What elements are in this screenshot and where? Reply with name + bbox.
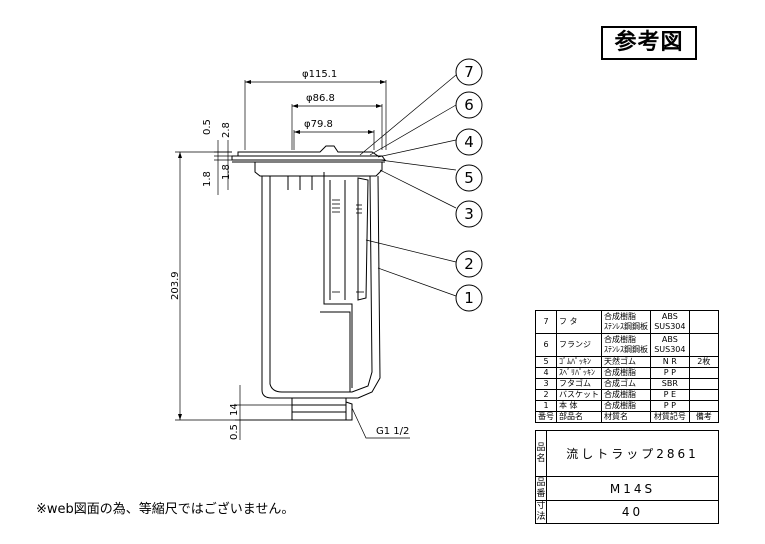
title-name-label: 品名 bbox=[535, 430, 547, 477]
part-name: ｺﾞﾑﾊﾟｯｷﾝ bbox=[556, 356, 602, 368]
callout-7-circle bbox=[455, 58, 483, 86]
part-material: 合成樹脂 bbox=[601, 400, 651, 412]
part-number: 7 bbox=[535, 310, 557, 334]
part-material-code: SBR bbox=[650, 378, 690, 390]
part-number: 4 bbox=[535, 367, 557, 379]
header-material: 材質名 bbox=[601, 411, 651, 423]
reference-drawing-badge: 参考図 bbox=[601, 26, 697, 60]
callout-1: 1 bbox=[464, 289, 474, 307]
callout-6-circle bbox=[455, 91, 483, 119]
part-material: 合成樹脂ｽﾃﾝﾚｽ鋼鋼板 bbox=[601, 333, 651, 357]
part-remark bbox=[688, 333, 720, 357]
basket-outline bbox=[323, 172, 369, 388]
part-material-code: P P bbox=[650, 400, 690, 412]
header-code: 材質記号 bbox=[650, 411, 690, 423]
header-name: 部品名 bbox=[556, 411, 602, 423]
part-material: 合成樹脂ｽﾃﾝﾚｽ鋼鋼板 bbox=[601, 310, 651, 334]
flange-outline bbox=[231, 155, 386, 161]
part-material: 合成ゴム bbox=[601, 378, 651, 390]
header-remark: 備考 bbox=[688, 411, 720, 423]
dim-b1: 14 bbox=[229, 403, 240, 416]
dim-outer-diameter: φ115.1 bbox=[302, 69, 337, 80]
title-number-label: 品番 bbox=[535, 476, 547, 501]
lid-outline bbox=[237, 145, 380, 157]
part-name: フランジ bbox=[556, 333, 602, 357]
dim-height: 203.9 bbox=[170, 271, 181, 300]
part-remark bbox=[688, 310, 720, 334]
title-name-value: 流しトラップ2861 bbox=[546, 430, 719, 477]
dim-flange-diameter: φ86.8 bbox=[306, 93, 335, 104]
part-remark bbox=[688, 378, 720, 390]
part-number: 6 bbox=[535, 333, 557, 357]
part-name: 本 体 bbox=[556, 400, 602, 412]
dim-t2: 2.8 bbox=[221, 122, 232, 138]
part-material-code: N R bbox=[650, 356, 690, 368]
part-name: バスケット bbox=[556, 389, 602, 401]
part-material: 合成樹脂 bbox=[601, 367, 651, 379]
callout-5: 5 bbox=[464, 169, 474, 187]
part-remark: 2枚 bbox=[688, 356, 720, 368]
part-name: フ タ bbox=[556, 310, 602, 334]
part-number: 1 bbox=[535, 400, 557, 412]
header-number: 番号 bbox=[535, 411, 557, 423]
dim-t1: 0.5 bbox=[202, 119, 213, 135]
part-remark bbox=[688, 389, 720, 401]
table-header-row: 番号部品名材質名材質記号備考 bbox=[535, 411, 720, 423]
part-material-code: P P bbox=[650, 367, 690, 379]
disclaimer-note: ※web図面の為、等縮尺ではございません。 bbox=[36, 502, 295, 517]
part-material: 天然ゴム bbox=[601, 356, 651, 368]
callout-1-circle bbox=[455, 284, 483, 312]
callout-3: 3 bbox=[464, 205, 474, 223]
title-number-value: M14S bbox=[546, 476, 719, 501]
dim-inner-diameter: φ79.8 bbox=[304, 119, 333, 130]
dim-t3: 1.8 bbox=[202, 171, 213, 187]
outlet-nozzle bbox=[291, 398, 347, 421]
dim-thread: G1 1/2 bbox=[376, 426, 409, 437]
dim-b2: 0.5 bbox=[229, 424, 240, 440]
part-number: 3 bbox=[535, 378, 557, 390]
body-outline bbox=[261, 175, 381, 399]
callout-4: 4 bbox=[464, 133, 474, 151]
callout-6: 6 bbox=[464, 96, 474, 114]
callout-4-circle bbox=[455, 128, 483, 156]
callout-2: 2 bbox=[464, 255, 474, 273]
callout-3-circle bbox=[455, 200, 483, 228]
title-block: 品名 流しトラップ2861 品番 M14S 寸法 40 bbox=[535, 430, 719, 524]
part-material-code: P E bbox=[650, 389, 690, 401]
part-remark bbox=[688, 400, 720, 412]
part-name: フタゴム bbox=[556, 378, 602, 390]
part-number: 5 bbox=[535, 356, 557, 368]
dim-t4: 1.8 bbox=[221, 164, 232, 180]
callout-5-circle bbox=[455, 164, 483, 192]
title-scale-label: 寸法 bbox=[535, 500, 547, 524]
part-material: 合成樹脂 bbox=[601, 389, 651, 401]
part-number: 2 bbox=[535, 389, 557, 401]
part-remark bbox=[688, 367, 720, 379]
callout-7: 7 bbox=[464, 63, 474, 81]
part-name: ｽﾍﾞﾘﾊﾟｯｷﾝ bbox=[556, 367, 602, 379]
flange-ring bbox=[254, 162, 383, 177]
callout-2-circle bbox=[455, 250, 483, 278]
title-scale-value: 40 bbox=[546, 500, 719, 524]
